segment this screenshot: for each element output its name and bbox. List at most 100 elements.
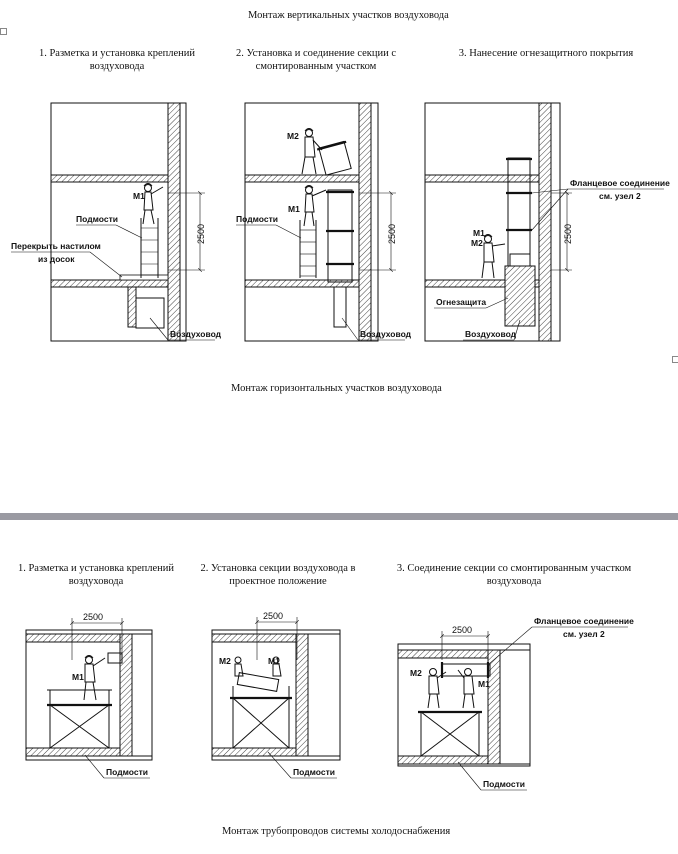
page-edge-mark: [672, 356, 678, 363]
vertical-diagram-1: 2500 М1 Подмости Перекрыть настилом из д…: [11, 102, 222, 342]
bucket: [509, 253, 531, 267]
worker-label-m2: М2: [471, 238, 483, 248]
wall-right: [358, 102, 372, 342]
worker-figure-m1: [457, 668, 475, 709]
tilted-duct-section: [236, 672, 280, 692]
worker-label-m1: М1: [288, 204, 300, 214]
room-outline: [211, 629, 341, 761]
ladder: [140, 218, 159, 278]
worker-label-m2: М2: [410, 668, 422, 678]
length-dimension: 2500: [452, 625, 472, 635]
room-outline: [244, 102, 379, 342]
scaffold-label: Подмости: [106, 767, 148, 777]
wall-right: [167, 102, 181, 342]
worker-label-m1: М1: [133, 191, 145, 201]
floor-cover-boards: [119, 274, 169, 281]
flange-label: Фланцевое соединение: [534, 616, 634, 626]
horizontal-diagram-1: 2500 М1 Подмости: [25, 612, 153, 779]
worker-label-m1: М1: [268, 656, 280, 666]
slab-upper: [244, 174, 360, 183]
slab-lower: [211, 747, 309, 757]
slab-upper: [211, 633, 309, 643]
slab-lower: [424, 279, 540, 288]
flange-ref-label: см. узел 2: [599, 191, 641, 201]
duct-section: [441, 663, 491, 677]
room-outline: [25, 629, 153, 761]
vertical-diagram-2: 2500 М2 М1 Подмости Воздуховод: [236, 102, 412, 342]
floor-cover-label-2: из досок: [38, 254, 75, 264]
adjacent-room: [131, 633, 153, 757]
slab-upper: [397, 649, 501, 659]
horizontal-step-1: 1. Разметка и установка креплений воздух…: [17, 563, 175, 587]
horizontal-step-3: 3. Соединение секции со смонтированным у…: [396, 563, 632, 587]
worker-figure-m2: [234, 656, 244, 677]
horizontal-step-2: 2. Установка секции воздуховода в проект…: [200, 563, 356, 587]
slab-upper: [50, 174, 169, 183]
worker-label-m1: М1: [72, 672, 84, 682]
section-divider: [0, 513, 678, 520]
room-outline: [397, 643, 531, 767]
height-dimension: 2500: [387, 224, 397, 244]
adjacent-room: [499, 649, 531, 765]
fire-protection-label: Огнезащита: [436, 297, 486, 307]
worker-label-m2: М2: [287, 131, 299, 141]
page-corner-mark: [0, 28, 7, 35]
floor-cover-label: Перекрыть настилом: [11, 241, 101, 251]
worker-figure-m2: [427, 668, 447, 709]
horizontal-diagram-2: 2500 М2 М1 Подмости: [211, 611, 341, 779]
room-outline: [424, 102, 561, 342]
scaffold: [230, 686, 292, 749]
height-dimension: 2500: [563, 224, 573, 244]
ladder: [299, 220, 317, 278]
slab-lower: [50, 279, 169, 288]
vertical-step-3: 3. Нанесение огнезащитного покрытия: [458, 48, 634, 59]
vertical-step-1: 1. Разметка и установка креплений воздух…: [38, 48, 196, 72]
duct-opening: [135, 297, 165, 329]
duct-section: [327, 189, 353, 283]
duct-label: Воздуховод: [170, 329, 222, 339]
scaffold: [418, 710, 482, 757]
duct-lower: [333, 286, 347, 328]
worker-label-m1: М1: [473, 228, 485, 238]
scaffold: [47, 689, 112, 749]
scaffold-label: Подмости: [483, 779, 525, 789]
lifted-duct-section: [316, 140, 352, 176]
heading-vertical: Монтаж вертикальных участков воздуховода: [248, 10, 449, 21]
flange-ref-label: см. узел 2: [563, 629, 605, 639]
heading-pipes: Монтаж трубопроводов системы холодоснабж…: [222, 826, 451, 837]
room-outline: [50, 102, 187, 342]
heading-horizontal: Монтаж горизонтальных участков воздухово…: [231, 383, 442, 394]
worker-label-m1: М1: [478, 679, 490, 689]
slab-lower: [244, 279, 360, 288]
slab-upper: [25, 633, 133, 643]
scaffold-label: Подмости: [293, 767, 335, 777]
slab-lower: [25, 747, 133, 757]
worker-figure: [481, 234, 506, 279]
fire-protection-block: [504, 265, 536, 327]
duct-label: Воздуховод: [360, 329, 412, 339]
slab-lower: [397, 755, 501, 765]
wall-right: [295, 633, 309, 757]
slab-upper: [424, 174, 540, 183]
duct-label: Воздуховод: [465, 329, 517, 339]
horizontal-diagram-3: 2500 М2 М1 Фланцевое соединение см. узел…: [397, 616, 634, 791]
vertical-diagram-3: 2500 М1 М2 Фланцевое соединение см. узел…: [424, 102, 670, 342]
wall-right: [538, 102, 552, 342]
worker-figure-m1: [303, 185, 327, 227]
length-dimension: 2500: [83, 612, 103, 622]
worker-figure-m1: [272, 656, 282, 677]
duct-section: [507, 157, 531, 267]
vertical-step-2: 2. Установка и соединение секции с смонт…: [235, 48, 397, 72]
height-dimension: 2500: [196, 224, 206, 244]
flange-label: Фланцевое соединение: [570, 178, 670, 188]
worker-label-m2: М2: [219, 656, 231, 666]
adjacent-room: [307, 633, 341, 757]
worker-figure: [142, 183, 164, 225]
worker-figure-m2: [301, 128, 323, 175]
scaffold-label: Подмости: [76, 214, 118, 224]
length-dimension: 2500: [263, 611, 283, 621]
shaft-wall: [127, 286, 137, 328]
scaffold-label: Подмости: [236, 214, 278, 224]
worker-figure: [83, 655, 106, 701]
